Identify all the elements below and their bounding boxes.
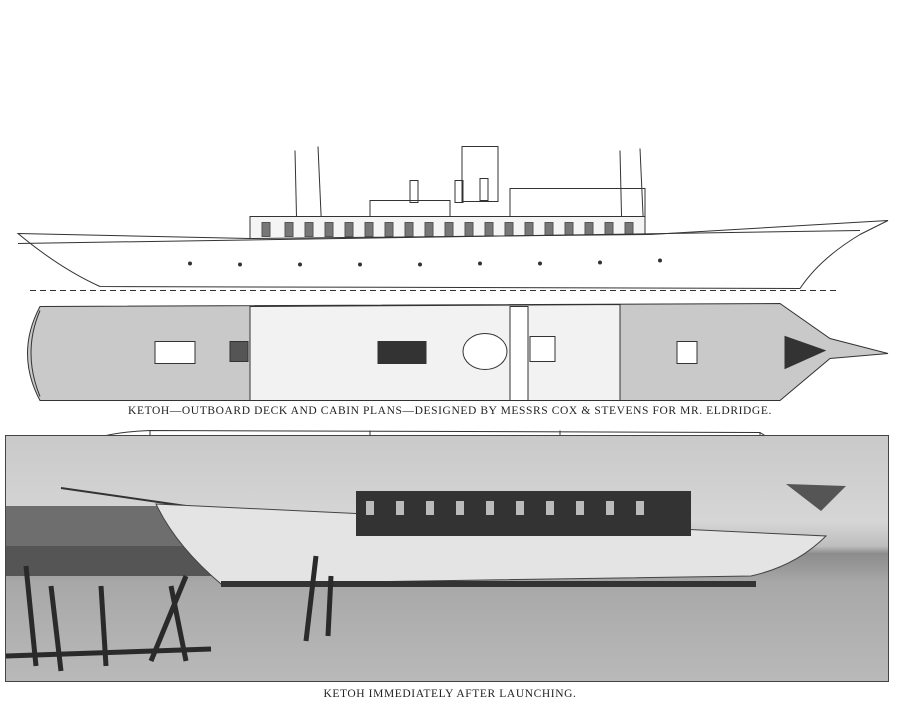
plans-caption: KETOH—OUTBOARD DECK AND CABIN PLANS—DESI… <box>128 405 772 417</box>
outboard-profile <box>16 146 889 291</box>
photo-caption: KETOH IMMEDIATELY AFTER LAUNCHING. <box>323 688 577 700</box>
launch-photograph <box>5 435 889 682</box>
launch-photo-image <box>6 484 846 672</box>
deck-plan <box>27 302 889 401</box>
